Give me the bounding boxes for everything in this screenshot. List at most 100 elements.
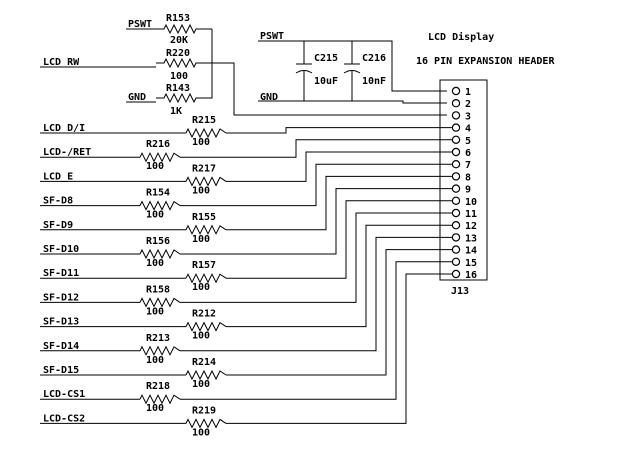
resistor-ref: R215 bbox=[192, 115, 216, 126]
connector-pin-number: 1 bbox=[465, 87, 471, 98]
resistor-ref: R219 bbox=[192, 405, 216, 416]
decoupling-caps: PSWT C215 10uF C216 10nF GND bbox=[258, 31, 447, 104]
signal-row: SF-D11 R157 100 bbox=[40, 200, 452, 293]
net-label: LCD_E bbox=[43, 171, 73, 182]
signal-rows: LCD_D/IR215100LCD-/RETR216100LCD_ER21710… bbox=[40, 115, 452, 438]
connector-pin-number: 16 bbox=[465, 270, 477, 281]
connector-pin-6 bbox=[451, 147, 461, 157]
resistor-ref: R156 bbox=[146, 236, 170, 247]
resistor-ref: R157 bbox=[192, 260, 216, 271]
r153-value: 20K bbox=[170, 35, 188, 46]
resistor-ref: R158 bbox=[146, 284, 170, 295]
signal-row: LCD_D/I R215 100 bbox=[40, 115, 452, 148]
header-title: LCD Display bbox=[428, 31, 494, 43]
lcd-rw-label: LCD_RW bbox=[43, 57, 80, 68]
resistor-value: 100 bbox=[146, 306, 164, 317]
resistor-value: 100 bbox=[192, 234, 210, 245]
c215-ref: C215 bbox=[314, 53, 338, 64]
connector-pin-3 bbox=[451, 111, 461, 120]
resistor-value: 100 bbox=[146, 355, 164, 366]
connector-body bbox=[439, 79, 488, 281]
resistor bbox=[185, 176, 227, 187]
connector-pin-number: 14 bbox=[465, 246, 477, 257]
resistor bbox=[185, 321, 227, 332]
trace bbox=[180, 261, 452, 400]
resistor bbox=[185, 418, 227, 429]
gnd-label-right: GND bbox=[260, 92, 278, 103]
r143-resistor bbox=[156, 29, 213, 104]
connector-pin-number: 8 bbox=[465, 172, 471, 183]
pswt-label-right: PSWT bbox=[260, 31, 284, 42]
resistor-value: 100 bbox=[192, 282, 210, 293]
connector-pin-number: 7 bbox=[465, 160, 471, 171]
resistor-ref: R216 bbox=[146, 139, 170, 150]
r153-ref: R153 bbox=[166, 13, 190, 24]
resistor bbox=[139, 248, 181, 260]
c215-value: 10uF bbox=[314, 76, 338, 87]
trace bbox=[180, 139, 452, 158]
resistor bbox=[185, 224, 227, 235]
net-label: LCD-CS2 bbox=[43, 413, 85, 424]
resistor-value: 100 bbox=[146, 258, 164, 269]
connector-pin-4 bbox=[451, 123, 461, 132]
c216-plate-bottom bbox=[343, 70, 361, 74]
pull-network: PSWT R153 20K LCD_RW R220 100 GND R143 1… bbox=[40, 13, 447, 117]
header-subtitle: 16 PIN EXPANSION HEADER bbox=[416, 56, 555, 67]
connector-pin-number: 4 bbox=[465, 124, 471, 135]
trace bbox=[226, 224, 452, 328]
connector-pin-13 bbox=[451, 233, 461, 242]
connector-pin-number: 6 bbox=[465, 148, 471, 159]
connector-pin-number: 13 bbox=[465, 233, 477, 244]
connector-pin-9 bbox=[451, 184, 461, 193]
net-label: SF-D11 bbox=[43, 268, 79, 279]
signal-row: SF-D10 R156 100 bbox=[40, 188, 452, 269]
connector-pin-7 bbox=[451, 159, 461, 169]
connector-pin-16 bbox=[451, 269, 461, 279]
connector-pin-1 bbox=[451, 86, 461, 96]
resistor-value: 100 bbox=[146, 403, 164, 414]
trace bbox=[180, 212, 452, 303]
c216-value: 10nF bbox=[362, 76, 386, 87]
connector-pin-15 bbox=[451, 257, 461, 266]
resistor bbox=[139, 200, 181, 211]
pswt-label-left: PSWT bbox=[128, 19, 152, 30]
connector-ref: J13 bbox=[451, 286, 469, 297]
resistor-value: 100 bbox=[192, 331, 210, 342]
connector-pin-12 bbox=[451, 220, 461, 230]
connector-pin-number: 5 bbox=[465, 136, 471, 147]
trace bbox=[226, 200, 452, 279]
r220-ref: R220 bbox=[166, 48, 190, 59]
connector-pin-10 bbox=[451, 196, 461, 205]
connector-pin-number: 9 bbox=[465, 185, 471, 196]
r153-resistor bbox=[156, 23, 212, 35]
resistor-ref: R154 bbox=[146, 188, 170, 199]
gnd-label-left: GND bbox=[128, 92, 146, 103]
connector-pin-number: 10 bbox=[465, 197, 477, 208]
signal-row: LCD_E R217 100 bbox=[40, 151, 452, 196]
r220-resistor bbox=[156, 57, 447, 116]
net-label: SF-D10 bbox=[43, 244, 79, 255]
resistor-value: 100 bbox=[146, 161, 164, 172]
net-label: SF-D9 bbox=[43, 220, 73, 231]
resistor-value: 100 bbox=[192, 137, 210, 148]
trace bbox=[226, 127, 452, 134]
resistor-ref: R217 bbox=[192, 163, 216, 174]
resistor bbox=[139, 297, 181, 308]
connector-pin-number: 3 bbox=[465, 111, 471, 122]
trace bbox=[226, 273, 452, 424]
connector-pin-number: 2 bbox=[465, 99, 471, 110]
resistor-ref: R214 bbox=[192, 357, 216, 368]
net-label: SF-D8 bbox=[43, 196, 73, 207]
connector-pin-11 bbox=[451, 208, 461, 218]
trace bbox=[226, 249, 452, 376]
resistor bbox=[139, 345, 181, 356]
trace bbox=[226, 151, 452, 182]
net-label: LCD_D/I bbox=[43, 123, 85, 134]
resistor bbox=[185, 127, 227, 139]
connector-pin-number: 12 bbox=[465, 221, 477, 232]
